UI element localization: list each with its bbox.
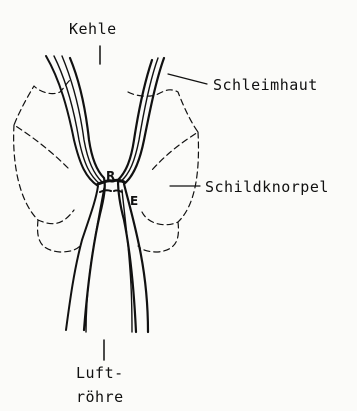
kehle-label: Kehle bbox=[69, 22, 117, 37]
marker-e: E bbox=[130, 195, 138, 207]
schildknorpel-label: Schildknorpel bbox=[205, 180, 329, 195]
luftroehre-label-line1: Luft- bbox=[76, 366, 124, 381]
right-wall-mid bbox=[120, 58, 158, 182]
vocal-fold-left-lower bbox=[100, 190, 111, 192]
marker-r: R bbox=[106, 170, 115, 182]
schleimhaut-label: Schleimhaut bbox=[213, 78, 318, 93]
schleimhaut-pointer bbox=[168, 74, 207, 84]
thyroid-cartilage-outline bbox=[14, 80, 199, 252]
luftroehre-label-line2: röhre bbox=[76, 390, 124, 405]
left-wall-outer bbox=[46, 56, 98, 330]
